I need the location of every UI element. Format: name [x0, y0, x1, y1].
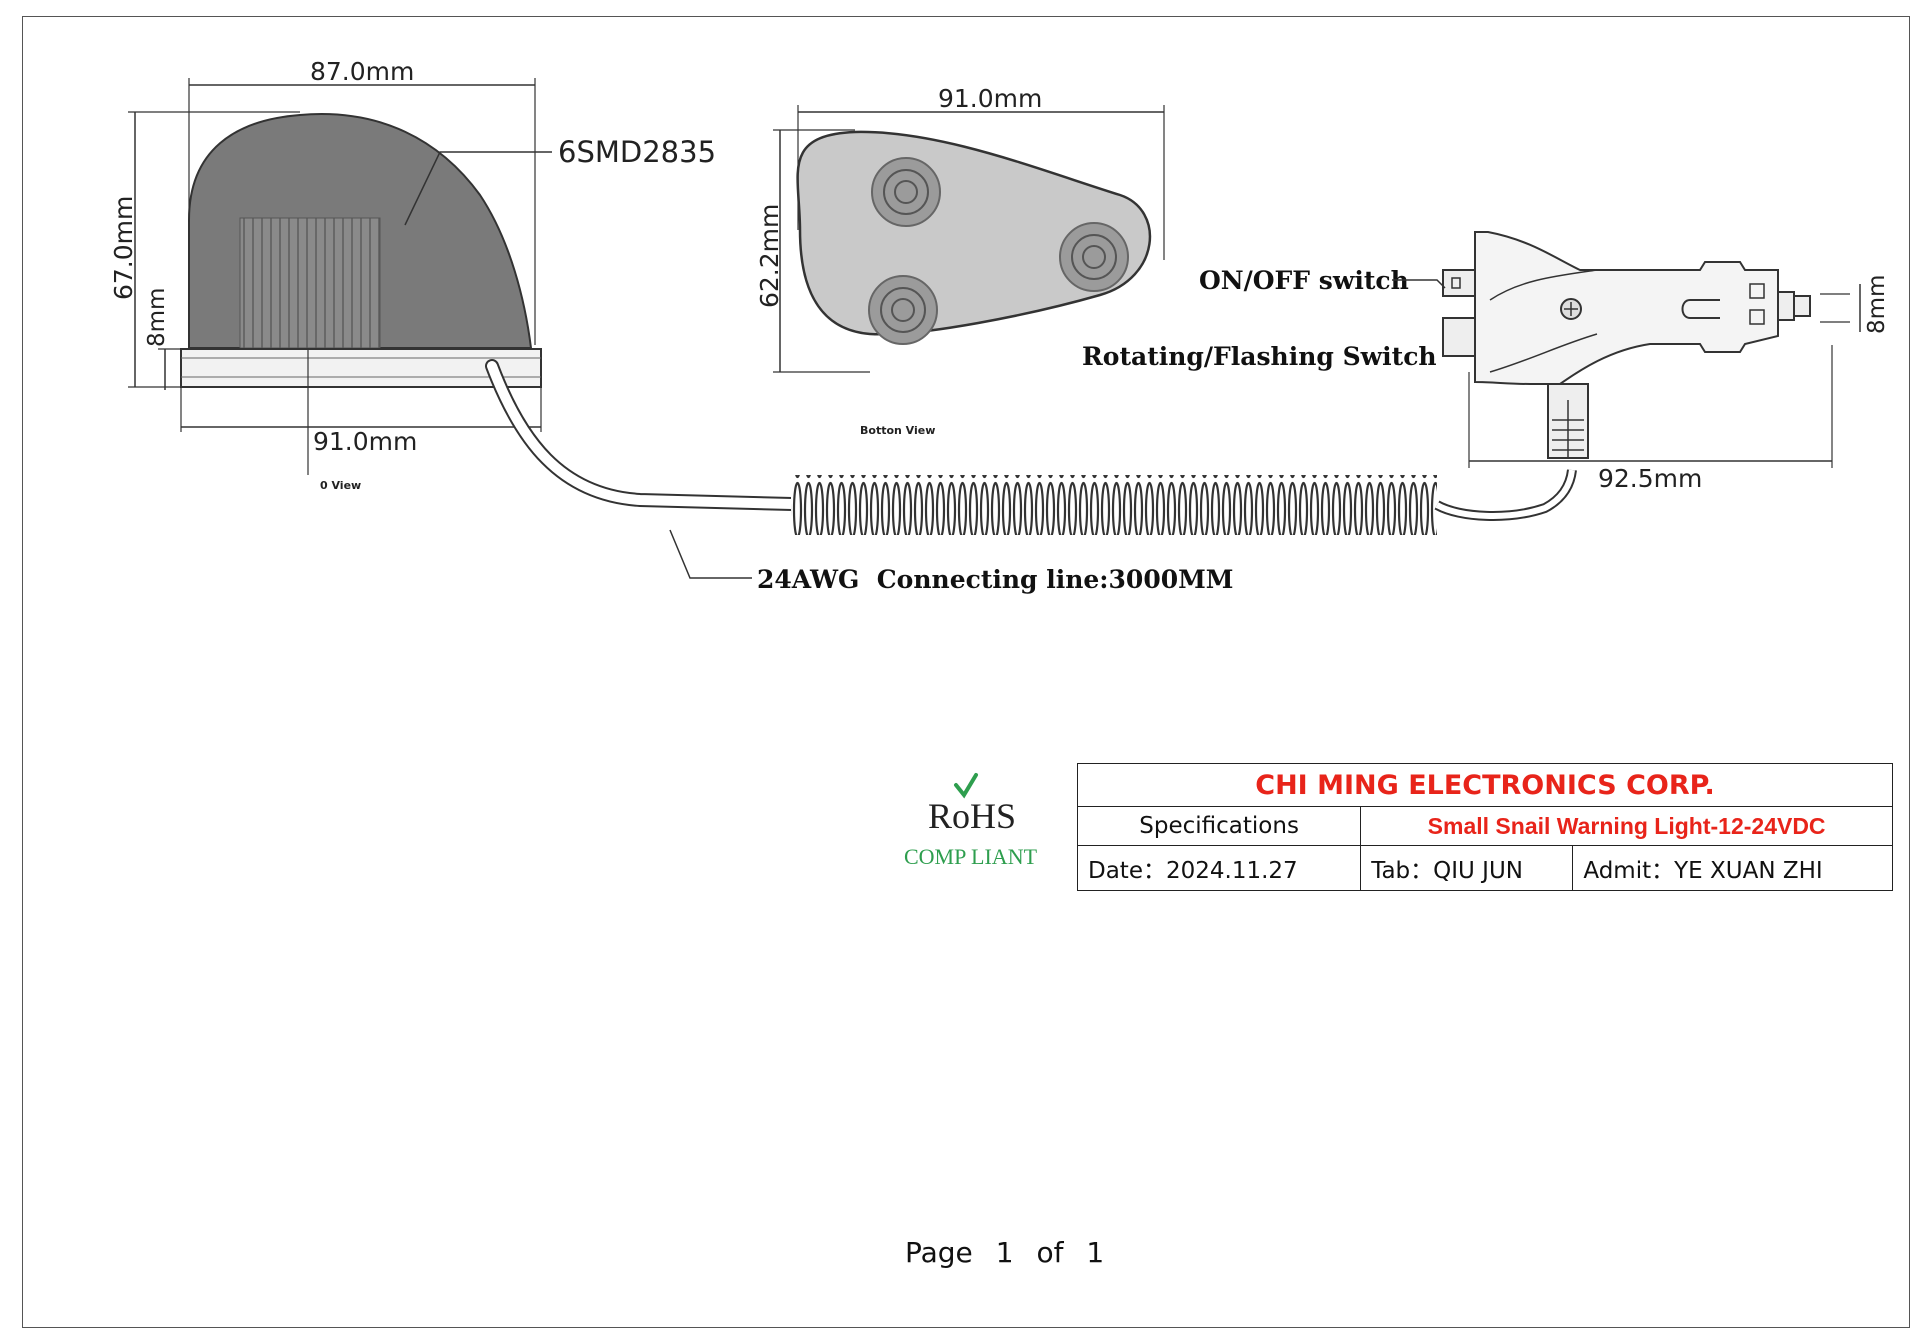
admit-field: Admit：YE XUAN ZHI	[1572, 845, 1893, 891]
dome-height-label: 67.0mm	[109, 196, 138, 300]
plug-length-label: 92.5mm	[1598, 464, 1702, 493]
base-height-label: 8mm	[144, 288, 170, 347]
plug-tip	[1777, 291, 1795, 321]
cable-spec-label: 24AWG Connecting line:3000MM	[757, 565, 1233, 594]
side-view: 87.0mm 67.0mm 8mm 91.0mm 0 View 6SMD2835	[109, 57, 716, 492]
title-block: CHI MING ELECTRONICS CORP. Specification…	[1076, 763, 1893, 891]
rotating-switch	[1442, 317, 1476, 357]
plug-body	[1474, 231, 1779, 385]
page-of-label: of	[1036, 1236, 1064, 1269]
rohs-subtitle: COMP LIANT	[904, 844, 1038, 869]
rohs-title: RoHS	[928, 796, 1016, 836]
led-type-label: 6SMD2835	[558, 135, 716, 169]
suction-cup-3	[868, 275, 938, 345]
page-current: 1	[995, 1236, 1014, 1269]
bottom-width-label: 91.0mm	[938, 84, 1042, 113]
product-name: Small Snail Warning Light-12-24VDC	[1360, 806, 1893, 846]
coiled-cord	[791, 475, 1437, 535]
dome-width-label: 87.0mm	[310, 57, 414, 86]
onoff-switch	[1442, 269, 1476, 297]
suction-cup-2	[1059, 222, 1129, 292]
rotating-switch-label: Rotating/Flashing Switch	[1082, 342, 1437, 371]
base-width-label: 91.0mm	[313, 427, 417, 456]
bottom-view-caption: Botton View	[860, 424, 935, 437]
tip-diameter-label: 8mm	[1864, 275, 1890, 334]
cable: 24AWG Connecting line:3000MM	[485, 359, 1577, 594]
drawing-sheet	[22, 16, 1910, 1328]
specifications-label: Specifications	[1076, 806, 1362, 846]
page-label: Page	[905, 1236, 973, 1269]
side-view-caption: 0 View	[320, 479, 361, 492]
base-plate	[180, 348, 542, 388]
suction-cup-1	[871, 157, 941, 227]
page-total: 1	[1086, 1236, 1105, 1269]
rohs-mark: RoHS COMP LIANT	[904, 773, 1038, 869]
onoff-switch-label: ON/OFF switch	[1199, 266, 1409, 295]
company-name: CHI MING ELECTRONICS CORP.	[1077, 763, 1893, 807]
rohs-checkmark-icon	[954, 773, 978, 799]
bottom-view: 91.0mm 62.2mm Botton View	[755, 84, 1165, 437]
cigarette-plug: ON/OFF switch Rotating/Flashing Switch 9…	[1082, 231, 1890, 493]
bottom-height-label: 62.2mm	[755, 204, 784, 308]
date-field: Date：2024.11.27	[1076, 845, 1362, 891]
tab-field: Tab：QIU JUN	[1360, 845, 1574, 891]
led-fin-block	[239, 217, 381, 349]
page-number: Page 1 of 1	[905, 1236, 1104, 1269]
